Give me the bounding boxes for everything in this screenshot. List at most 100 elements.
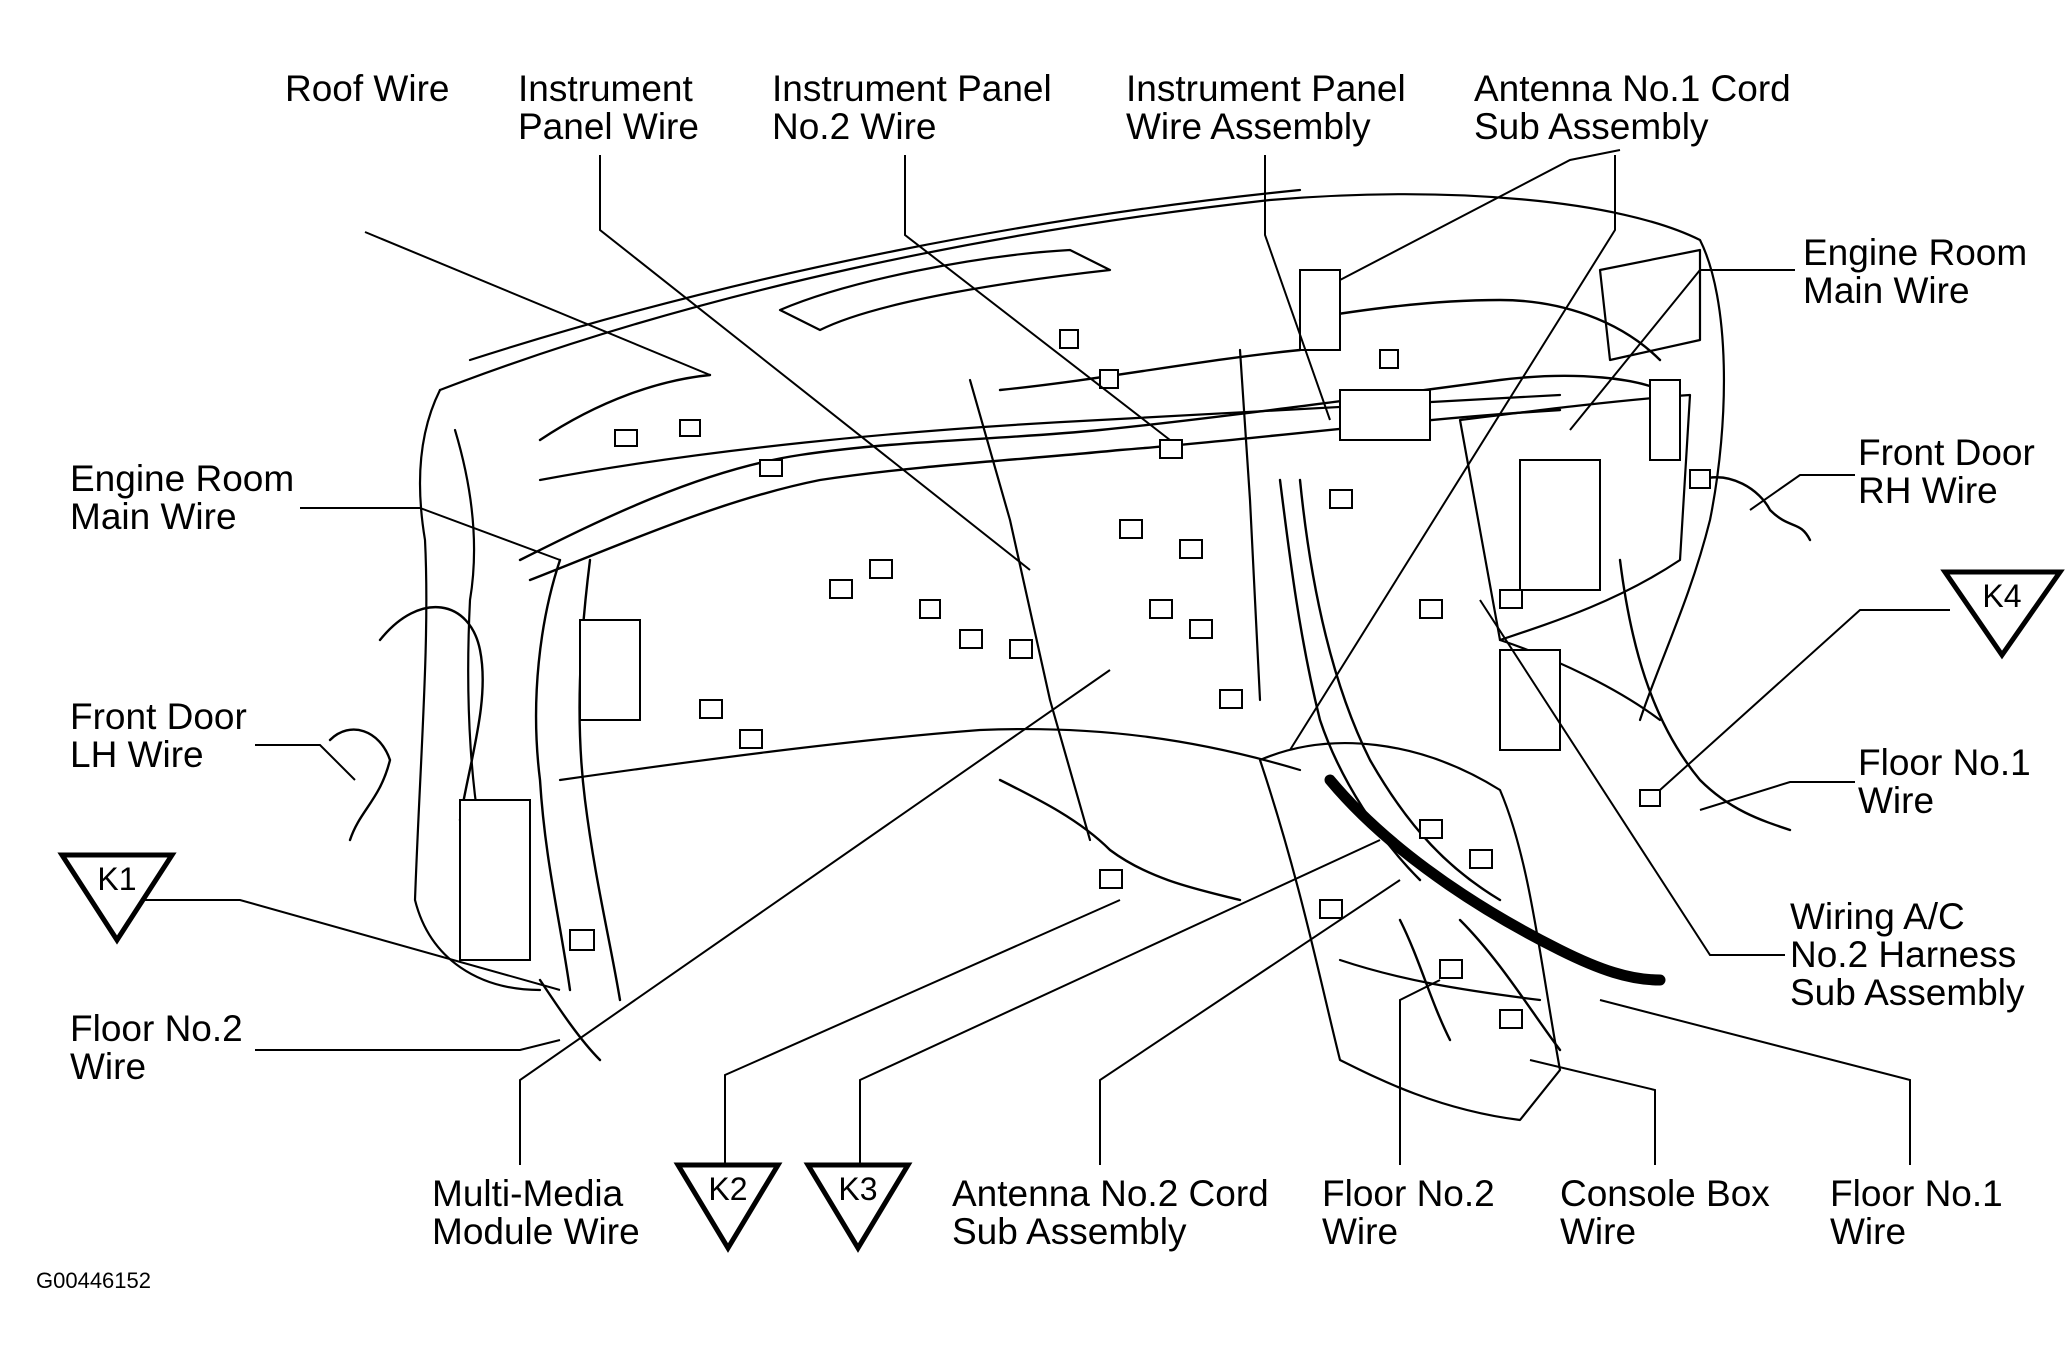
harness-roof xyxy=(538,373,712,442)
k4-marker-triangle xyxy=(1940,569,2065,660)
dashboard-top-outline xyxy=(438,193,1726,722)
leader-k4 xyxy=(1659,609,1950,791)
leader-ip-wire-assembly xyxy=(1264,155,1331,421)
k3-marker-label: K3 xyxy=(838,1171,877,1207)
leader-engine-room-left xyxy=(300,507,561,561)
leader-k3 xyxy=(859,839,1381,1165)
junction-block xyxy=(1519,459,1601,591)
label-floor-no1-wire-bottom: Floor No.1 Wire xyxy=(1830,1173,2003,1252)
connector xyxy=(1469,849,1493,869)
harness-upper-right xyxy=(1298,298,1662,362)
connector xyxy=(1419,599,1443,619)
label-instrument-panel-wire: Instrument Panel Wire xyxy=(518,68,699,147)
connector xyxy=(1639,789,1661,807)
junction-block xyxy=(1649,379,1681,461)
harness-upper-center xyxy=(998,348,1302,392)
harness-console-left xyxy=(1398,918,1452,1042)
harness-console-right xyxy=(1458,918,1562,1052)
label-instrument-panel-wire-assembly: Instrument Panel Wire Assembly xyxy=(1126,68,1406,147)
connector xyxy=(1499,589,1523,609)
harness-left-loop xyxy=(378,605,484,822)
defrost-vent xyxy=(778,248,1112,332)
connector xyxy=(1499,1009,1523,1029)
connector xyxy=(829,579,853,599)
connector-block xyxy=(1299,269,1341,351)
connector-block xyxy=(1339,389,1431,441)
label-roof-wire: Roof Wire xyxy=(285,68,450,109)
dashboard-lower-edge xyxy=(558,727,1302,782)
connector xyxy=(1159,439,1183,459)
leader-k2 xyxy=(724,899,1121,1165)
leader-floor-no1-right xyxy=(1699,781,1855,811)
label-front-door-lh-wire: Front Door LH Wire xyxy=(70,696,247,775)
connector xyxy=(1179,539,1203,559)
label-engine-room-main-wire-right: Engine Room Main Wire xyxy=(1803,232,2028,311)
label-antenna-no1-cord: Antenna No.1 Cord Sub Assembly xyxy=(1474,68,1791,147)
console-outline xyxy=(1258,742,1562,1122)
connector xyxy=(1419,819,1443,839)
leader-instrument-panel-wire xyxy=(599,155,1031,571)
harness-multimedia xyxy=(998,778,1242,902)
label-front-door-rh-wire: Front Door RH Wire xyxy=(1858,432,2035,511)
center-stack-right xyxy=(1238,348,1262,702)
k1-marker-triangle xyxy=(57,852,177,945)
label-multi-media-module-wire: Multi-Media Module Wire xyxy=(432,1173,640,1252)
connector xyxy=(699,699,723,719)
harness-floor-lh xyxy=(538,978,602,1062)
right-vent xyxy=(1598,248,1702,362)
leader-console-box xyxy=(1529,1059,1656,1165)
connector xyxy=(869,559,893,579)
connector xyxy=(1059,329,1079,349)
harness-main-trunk xyxy=(518,374,1662,562)
connector xyxy=(679,419,701,437)
connector xyxy=(569,929,595,951)
harness-center-down xyxy=(1278,478,1422,882)
leader-roof-wire xyxy=(364,231,711,376)
connector xyxy=(759,459,783,477)
leader-k1 xyxy=(145,899,561,991)
label-engine-room-main-wire-left: Engine Room Main Wire xyxy=(70,458,295,537)
k3-marker-triangle xyxy=(803,1162,913,1253)
label-wiring-ac-no2-harness: Wiring A/C No.2 Harness Sub Assembly xyxy=(1790,896,2025,1013)
junction-block xyxy=(459,799,531,961)
dashboard-front-face xyxy=(538,393,1562,482)
center-stack-left xyxy=(968,378,1092,842)
leader-floor-no2-left xyxy=(255,1039,561,1051)
leader-antenna-no1-b xyxy=(1339,149,1621,281)
leader-floor-no1-bottom xyxy=(1599,999,1911,1165)
label-floor-no2-wire-left: Floor No.2 Wire xyxy=(70,1008,243,1087)
junction-block xyxy=(1499,649,1561,751)
leader-multi-media xyxy=(519,669,1111,1165)
label-floor-no1-wire-right: Floor No.1 Wire xyxy=(1858,742,2031,821)
k1-marker-label: K1 xyxy=(97,861,136,897)
label-instrument-panel-no2-wire: Instrument Panel No.2 Wire xyxy=(772,68,1052,147)
connector xyxy=(1439,959,1463,979)
connector xyxy=(614,429,638,447)
connector xyxy=(1009,639,1033,659)
harness-floor-thick xyxy=(1324,774,1666,986)
k2-marker-label: K2 xyxy=(708,1171,747,1207)
connector xyxy=(1379,349,1399,369)
leader-antenna-no2 xyxy=(1099,879,1401,1165)
dashboard-left-side xyxy=(413,388,542,992)
connector xyxy=(1119,519,1143,539)
label-console-box-wire: Console Box Wire xyxy=(1560,1173,1770,1252)
connector xyxy=(1149,599,1173,619)
leader-engine-room-right xyxy=(1569,269,1795,431)
dashboard-top-edge xyxy=(468,188,1302,362)
leader-front-door-rh xyxy=(1749,474,1855,511)
leader-wiring-ac xyxy=(1479,599,1785,956)
label-antenna-no2-cord: Antenna No.2 Cord Sub Assembly xyxy=(952,1173,1269,1252)
harness-floor-no1-right xyxy=(1618,558,1792,832)
connector xyxy=(1219,689,1243,709)
harness-door-lh xyxy=(328,728,392,842)
harness-rh-door xyxy=(1698,476,1812,542)
connector xyxy=(739,729,763,749)
harness-left-drop xyxy=(534,558,572,992)
leader-antenna-no1 xyxy=(1289,155,1616,751)
k4-marker-label: K4 xyxy=(1982,578,2021,614)
figure-id: G00446152 xyxy=(36,1268,151,1293)
leader-floor-no2-bottom xyxy=(1399,979,1441,1165)
